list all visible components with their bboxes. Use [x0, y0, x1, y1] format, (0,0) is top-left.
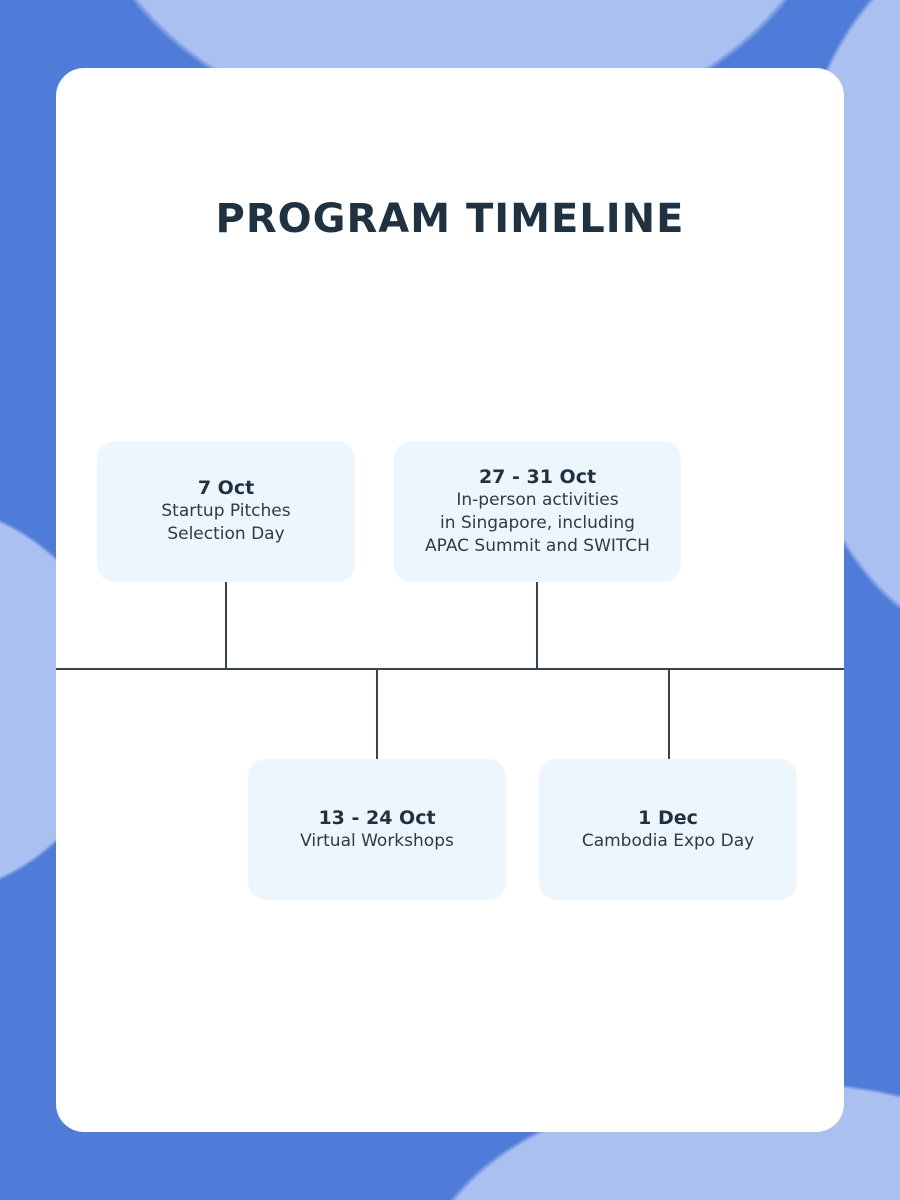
event-box: 1 Dec Cambodia Expo Day	[539, 759, 797, 900]
event-desc: In-person activities	[456, 489, 619, 510]
event-box: 13 - 24 Oct Virtual Workshops	[248, 759, 506, 900]
timeline-card	[56, 68, 844, 1132]
connector	[225, 582, 227, 669]
event-desc: Selection Day	[167, 524, 285, 544]
event-date: 27 - 31 Oct	[478, 465, 597, 488]
event-date: 13 - 24 Oct	[318, 806, 436, 829]
page-title: PROGRAM TIMELINE	[215, 196, 685, 242]
event-desc: Virtual Workshops	[300, 830, 454, 851]
connector	[668, 669, 670, 759]
event-desc: Cambodia Expo Day	[581, 830, 755, 851]
event-date: 7 Oct	[197, 477, 255, 499]
event-desc: Startup Pitches	[161, 501, 291, 521]
event-desc: APAC Summit and SWITCH	[425, 535, 650, 556]
event-box: 27 - 31 Oct In-person activities in Sing…	[394, 441, 681, 582]
timeline-axis	[56, 668, 844, 670]
connector	[376, 669, 378, 759]
event-box: 7 Oct Startup Pitches Selection Day	[97, 441, 355, 582]
event-desc: in Singapore, including	[440, 512, 635, 533]
connector	[536, 582, 538, 669]
event-date: 1 Dec	[638, 806, 698, 829]
